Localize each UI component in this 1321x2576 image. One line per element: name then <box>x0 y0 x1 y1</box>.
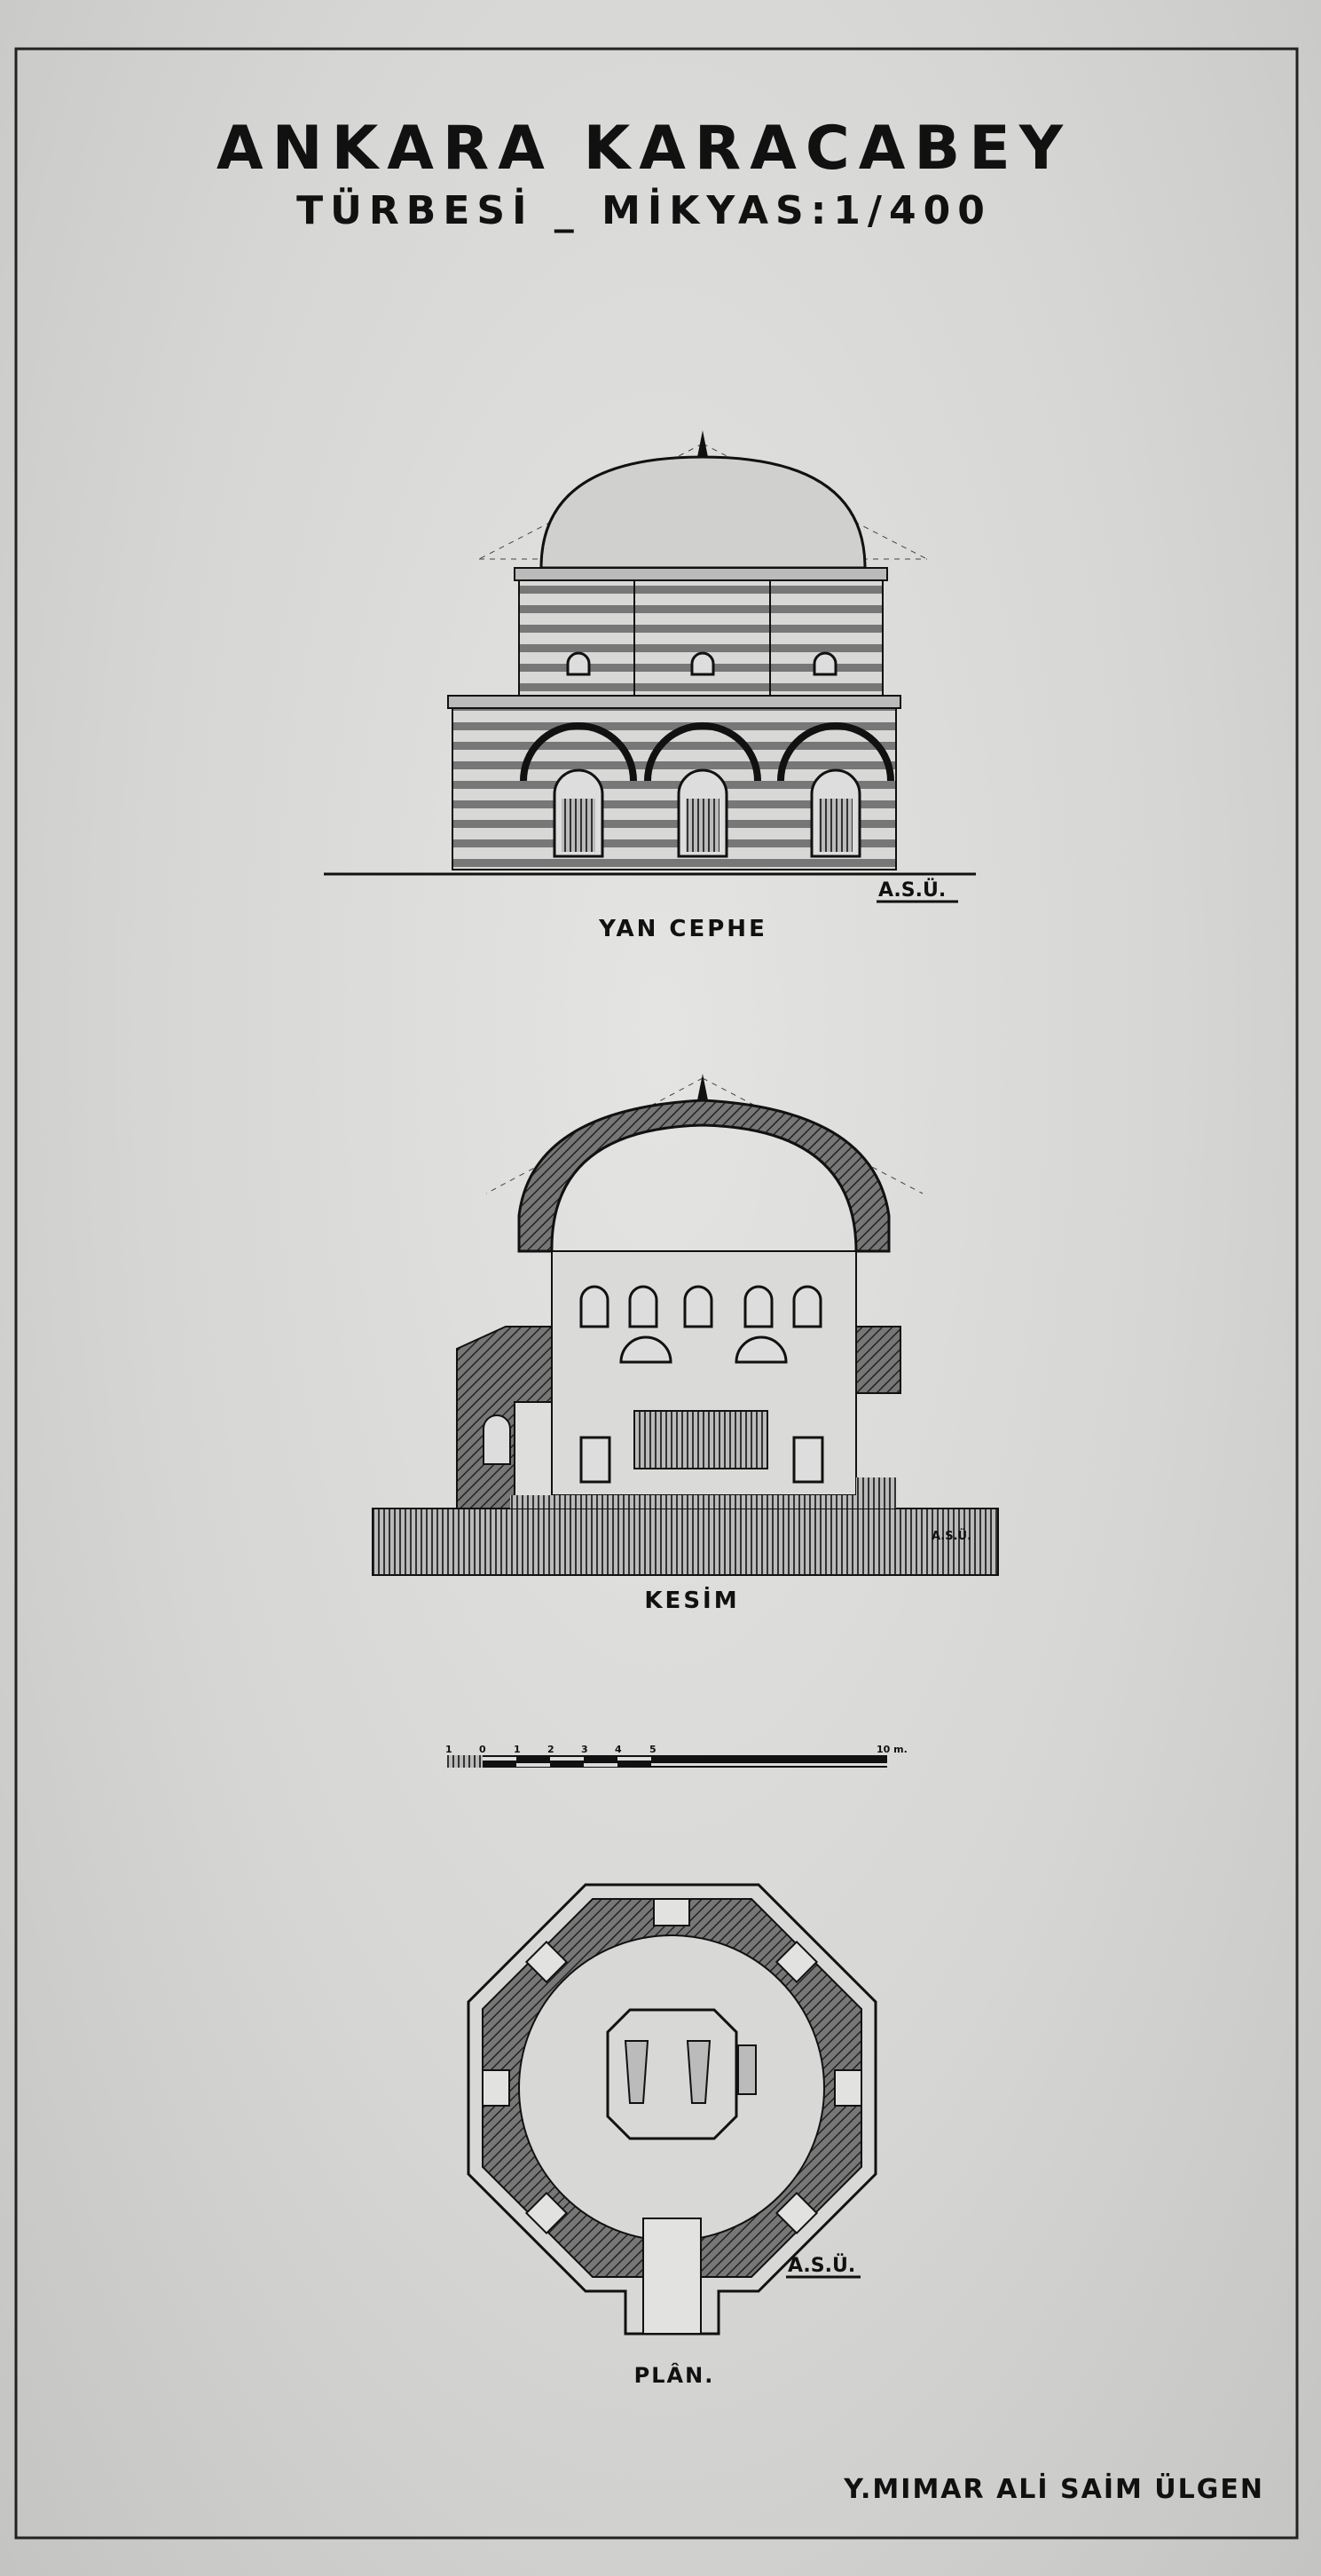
scale-tick-4: 2 <box>547 1744 554 1755</box>
plan-drawing <box>467 1883 877 2336</box>
elevation-initials: A.S.Ü. <box>878 878 946 902</box>
section-label: KESİM <box>644 1586 739 1614</box>
side-elevation-drawing <box>324 430 976 876</box>
scale-bar <box>447 1755 887 1768</box>
architect-signature: Y.MIMAR ALİ SAİM ÜLGEN <box>843 2472 1264 2505</box>
section-drawing <box>372 1074 999 1576</box>
scale-tick-2: 0 <box>479 1744 486 1755</box>
plan-label: PLÂN. <box>634 2362 715 2388</box>
scale-tick-1: 1 <box>445 1744 452 1755</box>
scale-tick-8: 10 m. <box>877 1744 908 1755</box>
scale-tick-7: 5 <box>649 1744 657 1755</box>
plan-initials: A.S.Ü. <box>788 2254 855 2277</box>
section-initials: A.S.Ü. <box>932 1529 971 1543</box>
title-line-1: ANKARA KARACABEY <box>216 114 1072 184</box>
scale-tick-6: 4 <box>615 1744 622 1755</box>
sheet-border <box>14 47 1299 2540</box>
elevation-label: YAN CEPHE <box>598 916 767 942</box>
title-line-2: TÜRBESİ _ MİKYAS:1/400 <box>296 186 992 233</box>
scale-tick-3: 1 <box>514 1744 521 1755</box>
scale-tick-5: 3 <box>581 1744 588 1755</box>
